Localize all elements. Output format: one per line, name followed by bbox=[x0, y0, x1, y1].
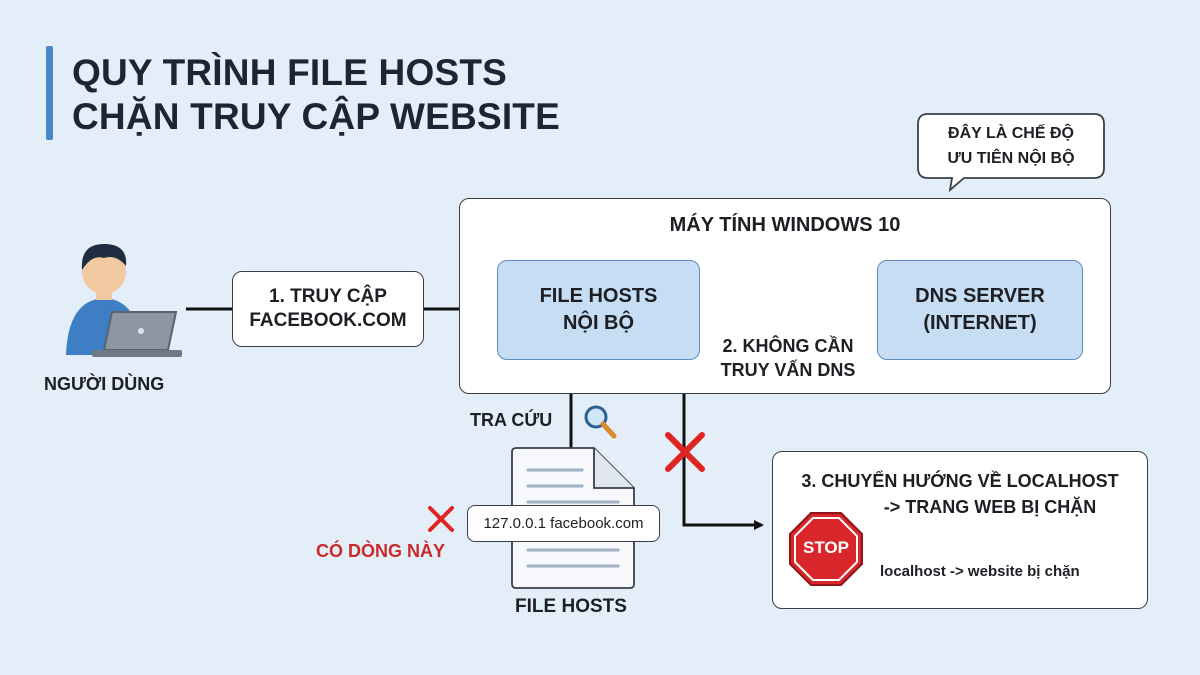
title-accent-bar bbox=[46, 46, 53, 140]
step2-line1: 2. KHÔNG CẦN bbox=[722, 336, 854, 356]
hosts-box: FILE HOSTS NỘI BỘ bbox=[497, 260, 700, 360]
redirect-cross-icon bbox=[665, 432, 705, 472]
step3-line2: -> TRANG WEB BỊ CHẶN bbox=[883, 497, 1097, 517]
hosts-entry: 127.0.0.1 facebook.com bbox=[467, 505, 660, 542]
hosts-box-line1: FILE HOSTS bbox=[539, 285, 658, 307]
note-cross-icon bbox=[428, 506, 454, 532]
redirect-arrow bbox=[682, 360, 764, 530]
hosts-entry-text: 127.0.0.1 facebook.com bbox=[483, 515, 644, 532]
hosts-file-document-icon bbox=[511, 447, 635, 589]
callout-line2: ƯU TIÊN NỘI BỘ bbox=[947, 150, 1075, 167]
hosts-file-label: FILE HOSTS bbox=[515, 596, 627, 617]
computer-title: MÁY TÍNH WINDOWS 10 bbox=[669, 214, 901, 236]
callout-line1: ĐÂY LÀ CHẾ ĐỘ bbox=[948, 125, 1074, 142]
callout-text: ĐÂY LÀ CHẾ ĐỘ ƯU TIÊN NỘI BỘ bbox=[920, 121, 1102, 171]
dns-box-line2: (INTERNET) bbox=[923, 312, 1037, 334]
page-title-line2: CHẶN TRUY CẬP WEBSITE bbox=[72, 96, 560, 137]
step1-line2: FACEBOOK.COM bbox=[249, 310, 407, 331]
step2-line2: TRUY VẤN DNS bbox=[720, 360, 856, 380]
step1-box: 1. TRUY CẬP FACEBOOK.COM bbox=[232, 271, 424, 347]
hosts-note: CÓ DÒNG NÀY bbox=[316, 541, 446, 561]
stop-sign-text: STOP bbox=[803, 538, 849, 557]
localhost-caption: localhost -> website bị chặn bbox=[880, 563, 1080, 580]
dns-box: DNS SERVER (INTERNET) bbox=[877, 260, 1083, 360]
page-title-line1: QUY TRÌNH FILE HOSTS bbox=[72, 52, 508, 93]
step2-label: 2. KHÔNG CẦN TRUY VẤN DNS bbox=[708, 334, 868, 382]
laptop-icon bbox=[92, 311, 182, 357]
magnifier-icon bbox=[584, 405, 617, 439]
lookup-label: TRA CỨU bbox=[470, 410, 553, 430]
step3-title: 3. CHUYỂN HƯỚNG VỀ LOCALHOST -> TRANG WE… bbox=[772, 468, 1148, 520]
user-label: NGƯỜI DÙNG bbox=[44, 374, 165, 394]
dns-box-line1: DNS SERVER bbox=[915, 285, 1045, 307]
callout-bubble bbox=[917, 113, 1105, 192]
step1-line1: 1. TRUY CẬP bbox=[269, 286, 387, 307]
hosts-box-line2: NỘI BỘ bbox=[562, 312, 635, 334]
step3-line1: 3. CHUYỂN HƯỚNG VỀ LOCALHOST bbox=[801, 471, 1119, 491]
stop-sign-icon bbox=[789, 512, 863, 586]
